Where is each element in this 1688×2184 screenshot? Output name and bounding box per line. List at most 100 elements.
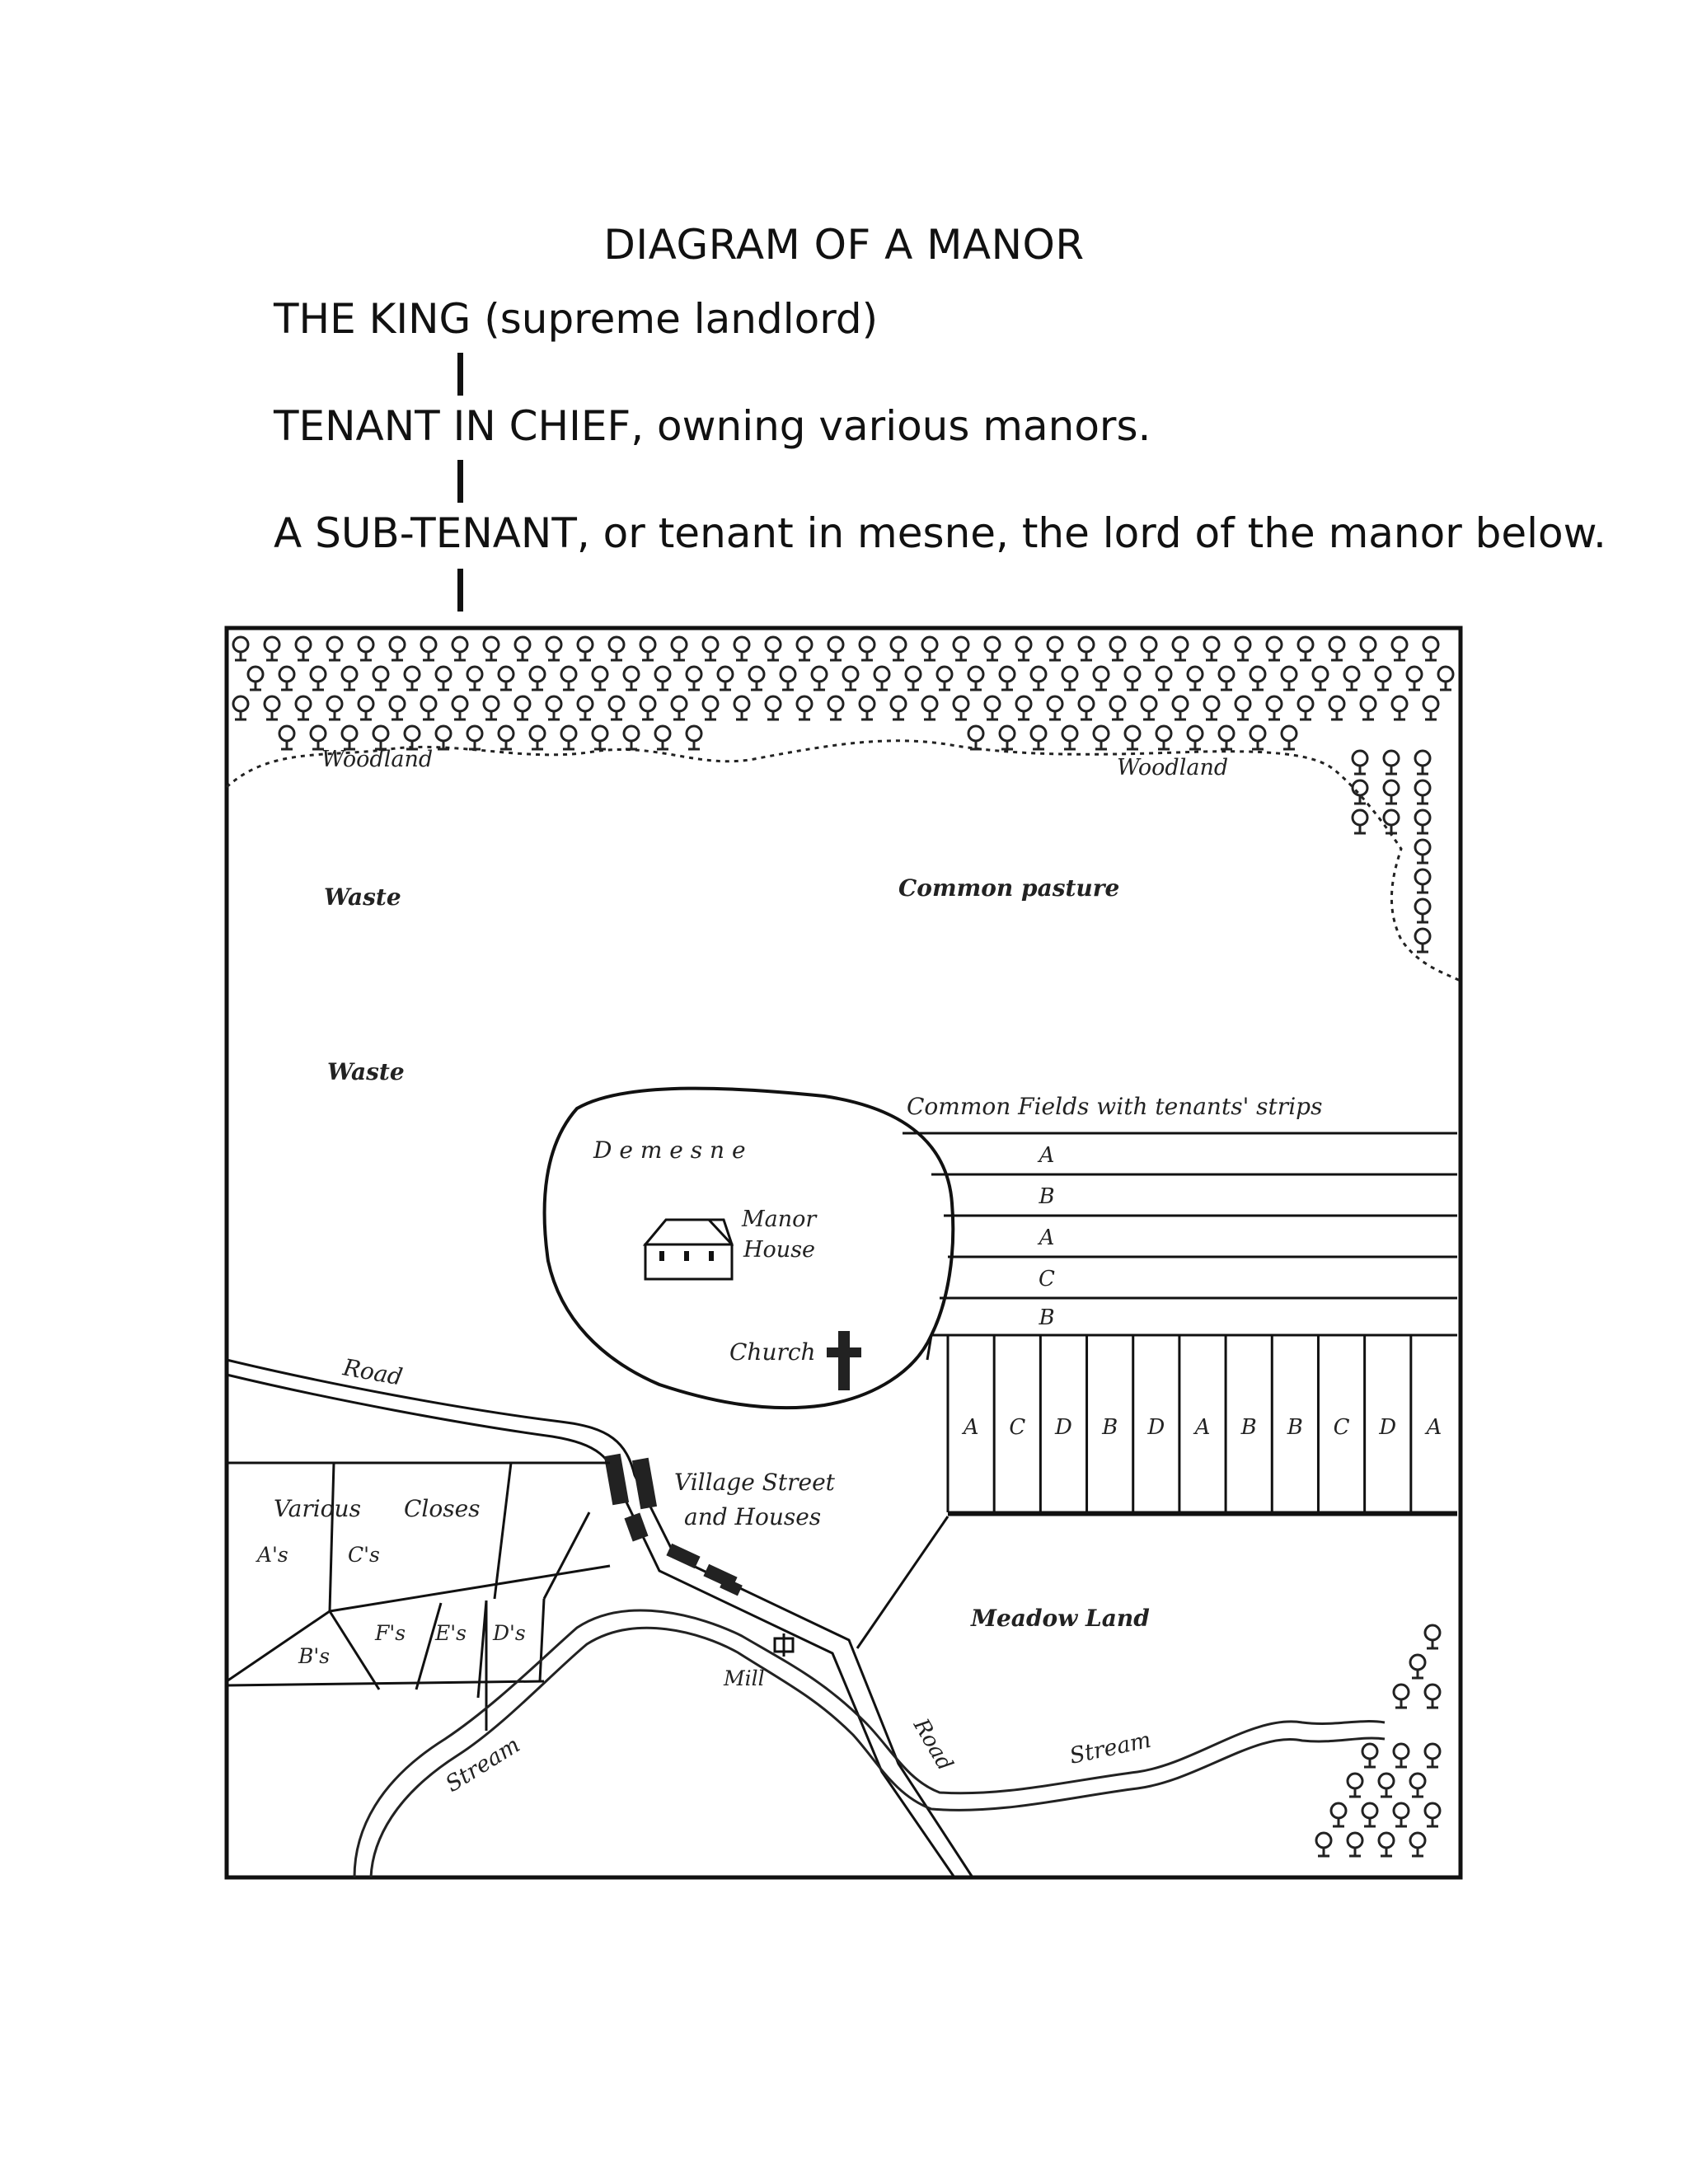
tree-icon <box>967 724 985 751</box>
tree-icon <box>622 724 640 751</box>
tree-icon <box>466 665 484 691</box>
tree-icon <box>1296 635 1315 662</box>
tree-icon <box>388 635 406 662</box>
tree-icon <box>326 635 344 662</box>
tree-icon <box>1359 695 1377 721</box>
label-manor: Manor <box>741 1207 818 1232</box>
tree-icon <box>1392 1802 1410 1828</box>
label-meadow-land: Meadow Land <box>970 1605 1150 1632</box>
tree-icon <box>998 724 1016 751</box>
tree-icon <box>1234 635 1252 662</box>
tree-icon <box>1029 665 1048 691</box>
tree-icon <box>983 635 1001 662</box>
label-woodland-right: Woodland <box>1117 755 1228 780</box>
tree-icon <box>670 695 688 721</box>
tree-icon <box>733 695 751 721</box>
tree-icon <box>1423 1802 1442 1828</box>
tree-icon <box>921 635 939 662</box>
tree-icon <box>434 724 452 751</box>
tree-icon <box>1280 665 1298 691</box>
tree-icon <box>591 724 609 751</box>
tree-icon <box>340 665 359 691</box>
strip-label: D <box>1146 1415 1165 1440</box>
tree-icon <box>1186 665 1204 691</box>
tree-icon <box>1414 898 1432 924</box>
strip-label: B <box>1240 1415 1257 1440</box>
closes-boundaries <box>226 1461 611 1731</box>
hierarchy-connector <box>457 569 463 612</box>
hierarchy-connector <box>457 460 463 503</box>
label-mill: Mill <box>723 1666 765 1690</box>
label-stream-right: Stream <box>1067 1727 1153 1769</box>
tree-icon <box>952 635 970 662</box>
tree-icon <box>1351 779 1369 805</box>
tree-icon <box>1296 695 1315 721</box>
tree-icon <box>1423 1742 1442 1769</box>
tree-icon <box>326 695 344 721</box>
label-waste-lower: Waste <box>327 1058 405 1085</box>
tree-icon <box>1359 635 1377 662</box>
tree-icon <box>842 665 860 691</box>
tree-icon <box>1092 724 1110 751</box>
tree-icon <box>779 665 797 691</box>
tree-icon <box>1422 635 1440 662</box>
label-closes: Closes <box>404 1495 481 1522</box>
woodland-trees-right <box>1351 749 1432 954</box>
tree-icon <box>1265 635 1283 662</box>
hierarchy-connector <box>457 353 463 396</box>
tree-icon <box>482 635 500 662</box>
tree-icon <box>1414 838 1432 865</box>
label-road-upper: Road <box>340 1353 405 1390</box>
tree-icon <box>983 695 1001 721</box>
tree-icon <box>1046 695 1064 721</box>
common-fields-horizontal <box>903 1132 1457 1337</box>
label-village-street: Village Street <box>674 1469 836 1496</box>
tree-icon <box>388 695 406 721</box>
tree-icon <box>403 724 421 751</box>
tree-icon <box>1423 1624 1442 1650</box>
tree-icon <box>998 665 1016 691</box>
label-stream-left: Stream <box>441 1732 524 1797</box>
hierarchy-tenant-in-chief: TENANT IN CHIEF, owning various manors. <box>274 402 1151 450</box>
label-as-close: A's <box>256 1543 288 1567</box>
tree-icon <box>1249 724 1267 751</box>
tree-icon <box>607 695 626 721</box>
tree-icon <box>576 635 594 662</box>
tree-icon <box>545 695 563 721</box>
tree-icon <box>1377 1772 1395 1798</box>
tree-icon <box>764 635 782 662</box>
tree-icon <box>1382 808 1400 835</box>
tree-icon <box>858 635 876 662</box>
tree-icon <box>1155 665 1173 691</box>
tree-icon <box>701 695 720 721</box>
tree-icon <box>1123 724 1142 751</box>
tree-icon <box>1414 808 1432 835</box>
map-border <box>224 626 1463 1880</box>
tree-icon <box>1155 724 1173 751</box>
tree-icon <box>497 724 515 751</box>
tree-icon <box>795 635 814 662</box>
tree-icon <box>1029 724 1048 751</box>
tree-icon <box>1015 695 1033 721</box>
tree-icon <box>967 665 985 691</box>
strip-label: C <box>1009 1415 1025 1440</box>
tree-icon <box>372 724 390 751</box>
tree-icon <box>357 695 375 721</box>
tree-icon <box>639 635 657 662</box>
tree-icon <box>670 635 688 662</box>
tree-icon <box>294 635 312 662</box>
strip-label: D <box>1378 1415 1396 1440</box>
tree-icon <box>1329 1802 1348 1828</box>
tree-icon <box>482 695 500 721</box>
tree-icon <box>1390 635 1409 662</box>
tree-icon <box>513 635 532 662</box>
strip-label: B <box>1038 1184 1054 1209</box>
label-woodland-left: Woodland <box>321 747 433 772</box>
tree-icon <box>466 724 484 751</box>
tree-icon <box>1382 749 1400 776</box>
church-cross-icon <box>827 1331 861 1390</box>
label-road-lower: Road <box>907 1714 957 1775</box>
tree-icon <box>889 635 907 662</box>
label-waste-upper: Waste <box>324 883 401 911</box>
